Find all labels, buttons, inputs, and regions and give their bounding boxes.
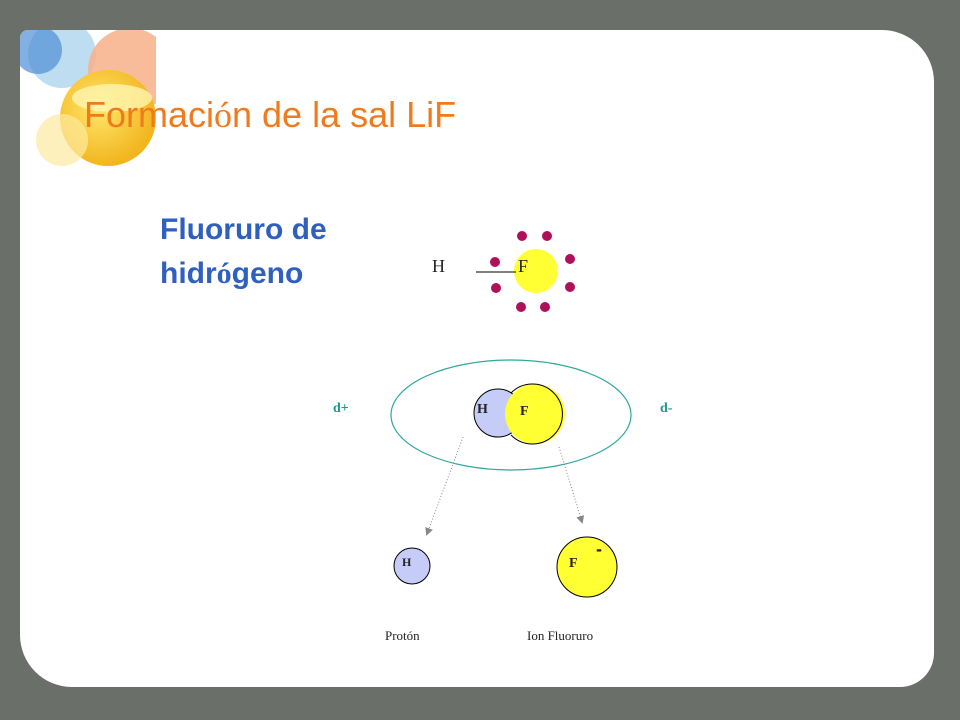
subtitle-line-2-start: hidr (160, 257, 217, 290)
fluorine-atom (514, 249, 558, 293)
electron-dot (491, 283, 501, 293)
fluoride-atom (556, 536, 618, 598)
slide: Formación de la sal LiF Fluoruro de hidr… (20, 30, 934, 687)
page-title: Formación de la sal LiF (84, 94, 456, 136)
molecule-f-label: F (518, 256, 528, 276)
polar-ellipse (390, 359, 632, 471)
subtitle-accent-letter: ó (216, 257, 232, 290)
proton-ion: H (393, 547, 431, 585)
title-accent-letter: ó (214, 95, 233, 135)
fluoride-charge-label: - (596, 539, 602, 559)
hf-dissociation-diagram: H F H F d+ d- (333, 231, 673, 643)
polar-molecule: H F d+ d- (333, 359, 673, 471)
electron-dot (540, 302, 550, 312)
electron-dot (565, 254, 575, 264)
fluoride-ion: F - (556, 536, 618, 598)
molecule-h-label: H (432, 256, 445, 276)
title-text-end: n de la sal LiF (232, 94, 457, 135)
electron-dot (565, 282, 575, 292)
electron-dot (490, 257, 500, 267)
arrow-to-proton (425, 436, 464, 536)
electron-dot (542, 231, 552, 241)
proton-atom (393, 547, 431, 585)
fluoride-f-label: F (569, 556, 578, 571)
chemistry-flask-photo (20, 30, 156, 170)
subtitle: Fluoruro de hidrógeno (160, 208, 400, 296)
partial-positive-label: d+ (333, 401, 349, 416)
subtitle-line-1: Fluoruro de (160, 213, 327, 246)
fluorine-atom (505, 384, 565, 444)
fluoride-caption: Ion Fluoruro (527, 628, 593, 643)
electron-dot (516, 302, 526, 312)
title-text-start: Formaci (84, 94, 215, 135)
arrow-to-fluoride (558, 446, 585, 524)
proton-h-label: H (402, 555, 412, 569)
hf-molecule: H F (432, 231, 575, 312)
proton-caption: Protón (385, 628, 420, 643)
fluorine-outline (510, 383, 563, 445)
polar-h-label: H (477, 402, 488, 417)
electron-dots (490, 231, 575, 312)
subtitle-line-2-end: geno (231, 257, 304, 290)
polar-f-label: F (520, 404, 529, 419)
electron-dot (517, 231, 527, 241)
subtitle-line-2: hidrógeno (160, 252, 400, 296)
partial-negative-label: d- (660, 401, 673, 416)
